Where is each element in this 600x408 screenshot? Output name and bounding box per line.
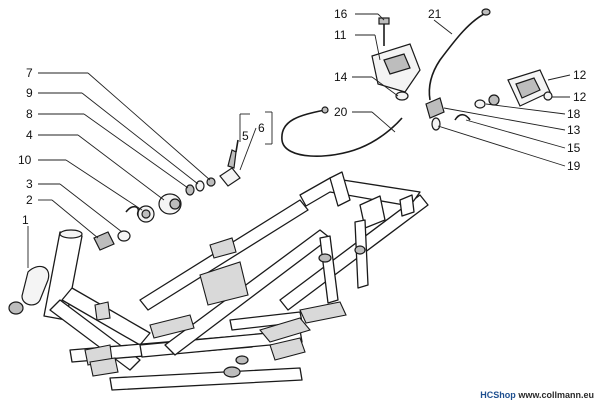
scooter-frame: [43, 171, 429, 391]
callout-11: 11: [334, 28, 347, 42]
callout-12b: 12: [573, 90, 587, 104]
callout-3: 3: [26, 177, 33, 191]
credit-shop: HCShop: [480, 390, 516, 400]
callout-10: 10: [18, 153, 32, 167]
part-11-bracket: [371, 43, 421, 93]
part-10-spring: [125, 205, 155, 223]
part-7-nut: [206, 177, 216, 187]
site-credit: HCShop www.collmann.eu: [480, 390, 594, 400]
callout-21: 21: [428, 7, 442, 21]
part-3-bushing: [117, 230, 131, 242]
part-9-washer: [195, 180, 205, 192]
callout-16: 16: [334, 7, 348, 21]
credit-site: www.collmann.eu: [518, 390, 594, 400]
callout-14: 14: [334, 70, 348, 84]
part-4-lock-body: [158, 193, 182, 215]
callout-20: 20: [334, 105, 348, 119]
callout-13: 13: [567, 123, 581, 137]
part-20-cable: [281, 109, 403, 157]
part-21-cable: [428, 11, 489, 101]
callout-9: 9: [26, 86, 33, 100]
callout-4: 4: [26, 128, 33, 142]
part-14-clip: [395, 91, 409, 101]
callout-1: 1: [22, 213, 29, 227]
part-13-linkage: [425, 97, 471, 131]
part-8-washer: [185, 184, 195, 196]
callout-18: 18: [567, 107, 581, 121]
part-16-bolt: [378, 17, 390, 46]
leader-lines: [27, 13, 571, 268]
part-2-rubber-block: [93, 231, 115, 251]
callout-7: 7: [26, 66, 33, 80]
part-1-sleeve: [8, 265, 50, 315]
callout-8: 8: [26, 107, 33, 121]
callout-15: 15: [567, 141, 581, 155]
callout-12a: 12: [573, 68, 587, 82]
callout-19: 19: [567, 159, 581, 173]
callout-2: 2: [26, 193, 33, 207]
part-5-switch: [219, 139, 241, 187]
callout-5: 5: [242, 129, 249, 143]
callout-6: 6: [258, 121, 265, 135]
part-12-actuator: [488, 69, 553, 107]
part-18-spacer: [474, 99, 486, 109]
callout-numbers: 7 9 8 4 10 3 2 1 5 6 16 11 21 14 20 12 1…: [18, 7, 587, 227]
